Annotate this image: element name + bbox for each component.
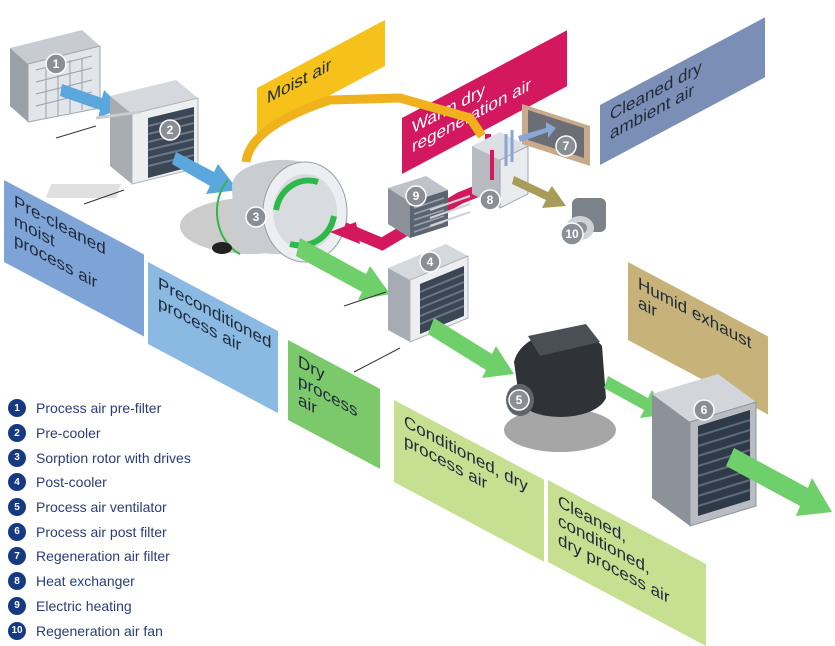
legend-item: 2 Pre-cooler xyxy=(8,421,268,446)
moist-air-duct xyxy=(241,93,486,164)
legend-item: 7 Regeneration air filter xyxy=(8,544,268,569)
marker-8: 8 xyxy=(479,189,501,211)
svg-text:7: 7 xyxy=(563,139,570,153)
legend-label: Process air ventilator xyxy=(36,499,167,516)
legend-item: 6 Process air post filter xyxy=(8,519,268,544)
arrow-process-air-exit xyxy=(726,448,832,516)
legend-item: 9 Electric heating xyxy=(8,594,268,619)
marker-5: 5 xyxy=(508,389,530,411)
svg-text:4: 4 xyxy=(427,255,434,269)
arrow-filter-to-exchanger xyxy=(518,122,556,142)
process-air-post-filter xyxy=(652,374,757,527)
marker-2: 2 xyxy=(159,119,181,141)
marker-10: 10 xyxy=(560,222,584,246)
arrow-precooler-to-rotor xyxy=(172,152,238,194)
legend-item: 4 Post-cooler xyxy=(8,470,268,495)
arrow-prefilter-to-precooler xyxy=(60,84,122,118)
svg-text:6: 6 xyxy=(701,403,708,417)
legend-label: Heat exchanger xyxy=(36,573,135,590)
electric-heating xyxy=(388,176,471,238)
legend-number-badge: 1 xyxy=(8,399,26,418)
legend-label: Post-cooler xyxy=(36,474,107,491)
marker-4: 4 xyxy=(419,251,441,273)
legend-item: 10 Regeneration air fan xyxy=(8,618,268,643)
legend-number-badge: 6 xyxy=(8,522,26,541)
legend-item: 1 Process air pre-filter xyxy=(8,396,268,421)
legend-item: 8 Heat exchanger xyxy=(8,569,268,594)
sorption-rotor xyxy=(180,159,348,263)
svg-text:3: 3 xyxy=(253,210,260,224)
legend-label: Regeneration air filter xyxy=(36,548,170,565)
legend-number-badge: 5 xyxy=(8,498,26,517)
legend-label: Regeneration air fan xyxy=(36,622,163,639)
marker-3: 3 xyxy=(245,206,267,228)
legend-number-badge: 10 xyxy=(8,621,26,640)
legend-item: 3 Sorption rotor with drives xyxy=(8,445,268,470)
legend-label: Sorption rotor with drives xyxy=(36,449,191,466)
svg-text:10: 10 xyxy=(565,227,579,241)
legend-label: Process air post filter xyxy=(36,523,167,540)
arrow-exchanger-to-fan xyxy=(512,176,566,208)
legend-number-badge: 4 xyxy=(8,473,26,492)
pre-filter xyxy=(10,30,101,123)
legend-number-badge: 2 xyxy=(8,424,26,443)
svg-text:9: 9 xyxy=(413,189,420,203)
component-legend: 1 Process air pre-filter 2 Pre-cooler 3 … xyxy=(8,396,268,643)
legend-number-badge: 3 xyxy=(8,448,26,467)
marker-1: 1 xyxy=(45,53,67,75)
arrow-postcooler-to-ventilator xyxy=(428,318,514,378)
legend-label: Process air pre-filter xyxy=(36,400,162,417)
marker-6: 6 xyxy=(693,399,715,421)
legend-number-badge: 9 xyxy=(8,596,26,615)
process-air-ventilator xyxy=(504,324,616,452)
svg-text:5: 5 xyxy=(516,393,523,407)
legend-item: 5 Process air ventilator xyxy=(8,495,268,520)
marker-9: 9 xyxy=(405,185,427,207)
legend-number-badge: 8 xyxy=(8,572,26,591)
svg-text:2: 2 xyxy=(167,123,174,137)
legend-label: Electric heating xyxy=(36,597,132,614)
svg-text:1: 1 xyxy=(53,57,60,71)
legend-number-badge: 7 xyxy=(8,547,26,566)
arrow-rotor-to-postcooler xyxy=(296,238,390,300)
legend-label: Pre-cooler xyxy=(36,425,101,442)
svg-text:8: 8 xyxy=(487,193,494,207)
marker-7: 7 xyxy=(555,135,577,157)
